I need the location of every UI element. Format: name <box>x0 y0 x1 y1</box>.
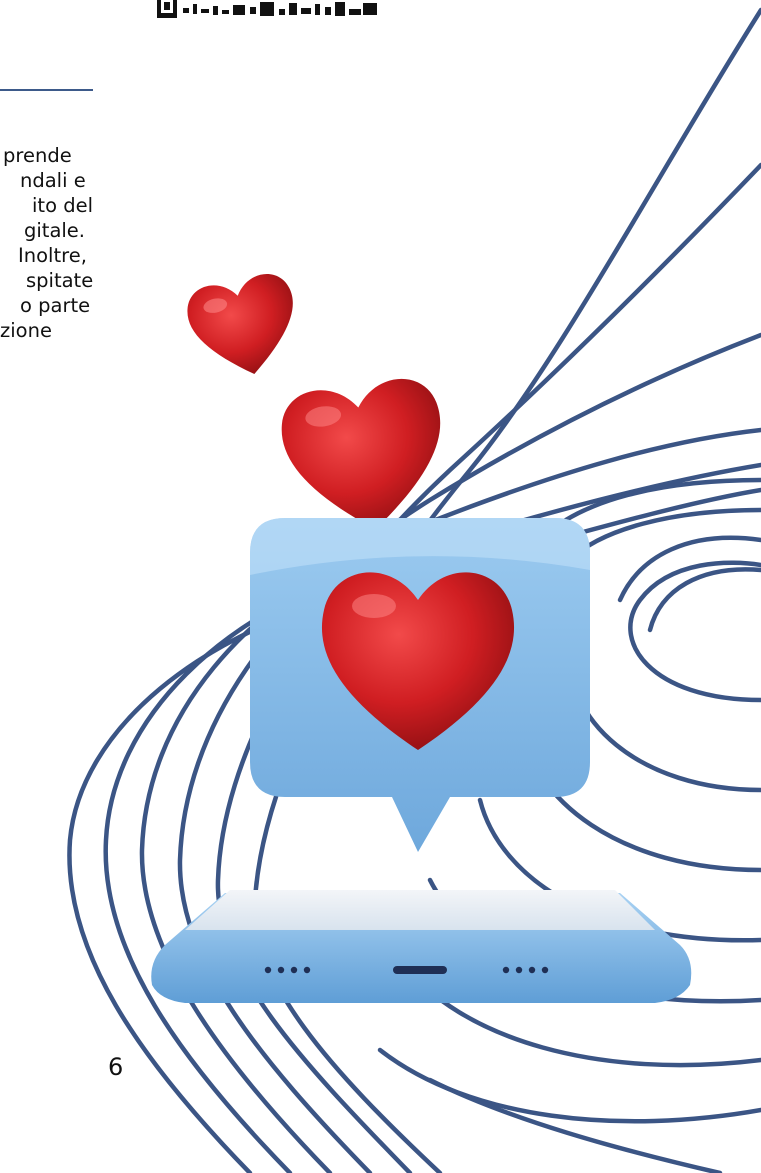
qr-code-icon <box>155 0 380 20</box>
heart-icon <box>187 274 293 375</box>
text-line: gitale. <box>24 219 86 242</box>
heart-icon <box>321 572 515 750</box>
text-line: spitate <box>26 269 94 292</box>
section-divider <box>0 89 93 91</box>
text-line: prende <box>3 144 72 167</box>
smartphone-icon <box>151 890 692 1003</box>
text-line: ndali e <box>20 169 86 192</box>
text-line: o parte <box>20 294 91 317</box>
text-line: Inoltre, <box>18 244 87 267</box>
heart-icon <box>281 378 441 530</box>
text-line: zione <box>0 319 52 342</box>
text-line: ito del <box>32 194 93 217</box>
page-number: 6 <box>108 1053 124 1081</box>
